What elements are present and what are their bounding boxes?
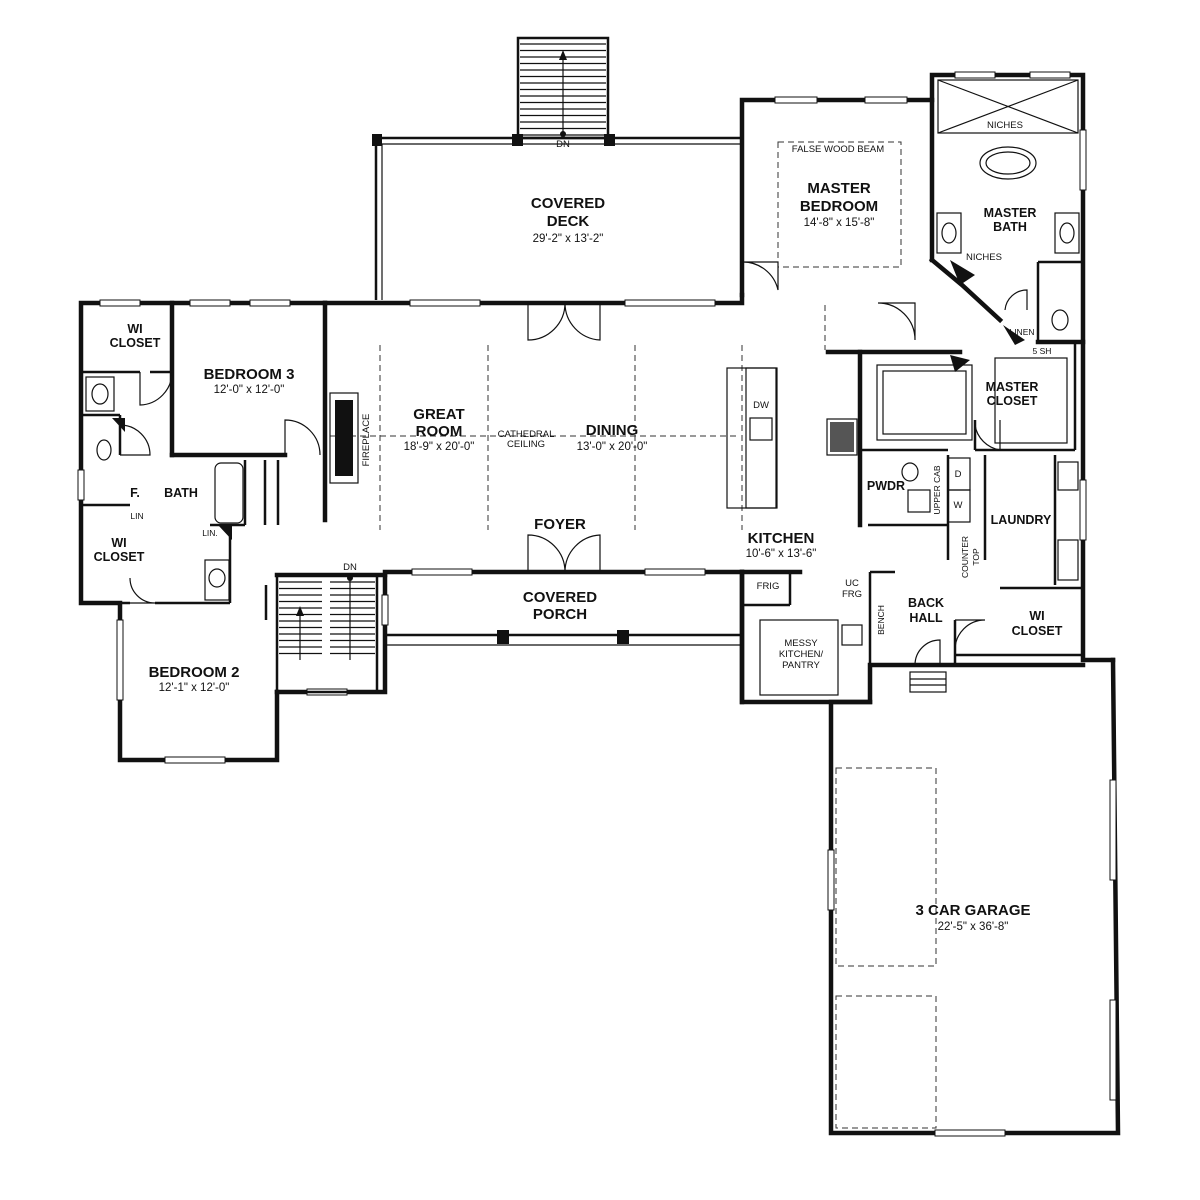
wall-accents: [112, 260, 1025, 540]
lin-hall-note: LIN.: [202, 528, 218, 538]
cathedral-note-2: CEILING: [507, 439, 545, 450]
great-room-label-2: ROOM: [416, 423, 463, 440]
covered-porch-label-1: COVERED: [523, 589, 597, 606]
messy-kitchen-label-1: MESSY: [784, 638, 818, 649]
bedroom-3-label: BEDROOM 3: [204, 366, 295, 383]
linen-note: LINEN: [1009, 327, 1034, 337]
wi-closet-2-label-2: CLOSET: [94, 550, 145, 564]
dn-stair-note: DN: [343, 562, 357, 573]
f-bath-label-1: F.: [130, 486, 140, 500]
window: [774, 96, 818, 104]
room-labels: COVERED DECK 29'-2" x 13'-2" FALSE WOOD …: [94, 120, 1063, 933]
deck-stairs: [516, 36, 610, 140]
messy-kitchen-label-3: PANTRY: [782, 660, 820, 671]
dashed-lines: [330, 141, 1068, 1129]
master-bedroom-label-2: BEDROOM: [800, 198, 878, 215]
five-sh-note: 5 SH: [1033, 346, 1052, 356]
window: [116, 619, 124, 701]
covered-deck-outline: [372, 134, 740, 300]
dw-note: DW: [753, 400, 769, 411]
master-bedroom-label-1: MASTER: [807, 180, 871, 197]
window: [827, 849, 835, 911]
pwdr-label: PWDR: [867, 479, 905, 493]
washer-note: W: [954, 500, 963, 511]
great-room-dims: 18'-9" x 20'-0": [404, 441, 475, 453]
master-bedroom-dims: 14'-8" x 15'-8": [804, 217, 875, 229]
kitchen-dims: 10'-6" x 13'-6": [746, 548, 817, 560]
covered-porch-outline: [385, 630, 742, 646]
window: [954, 71, 996, 79]
wi-closet-1-label-2: CLOSET: [110, 336, 161, 350]
garage-dims: 22'-5" x 36'-8": [938, 921, 1009, 933]
interior-stair: [275, 573, 379, 694]
lin-bath-note: LIN: [130, 511, 143, 521]
wi-closet-3-label-1: WI: [1029, 609, 1044, 623]
dining-dims: 13'-0" x 20'-0": [577, 441, 648, 453]
false-wood-beam-note: FALSE WOOD BEAM: [792, 144, 884, 155]
back-hall-label-2: HALL: [909, 611, 943, 625]
upper-cab-note: UPPER CAB: [932, 465, 942, 514]
window: [624, 299, 716, 307]
doors: [119, 261, 1028, 666]
niches-top-note: NICHES: [987, 120, 1023, 131]
master-bath-label-1: MASTER: [984, 206, 1037, 220]
window: [1109, 779, 1117, 881]
fireplace-note: FIREPLACE: [361, 414, 372, 467]
frig-note: FRIG: [757, 581, 780, 592]
dining-label: DINING: [586, 422, 639, 439]
master-bath-label-2: BATH: [993, 220, 1027, 234]
cathedral-note-1: CATHEDRAL: [498, 429, 555, 440]
window: [99, 299, 141, 307]
window: [1029, 71, 1071, 79]
windows: [77, 71, 1117, 1137]
master-closet-label-1: MASTER: [986, 380, 1039, 394]
kitchen-label: KITCHEN: [748, 530, 815, 547]
f-bath-label-2: BATH: [164, 486, 198, 500]
window: [1109, 999, 1117, 1101]
messy-kitchen-label-2: KITCHEN/: [779, 649, 824, 660]
frg-note: FRG: [842, 589, 862, 600]
laundry-label: LAUNDRY: [991, 513, 1052, 527]
foyer-label: FOYER: [534, 516, 586, 533]
window: [411, 568, 473, 576]
window: [1079, 129, 1087, 191]
wi-closet-2-label-1: WI: [111, 536, 126, 550]
bedroom-3-dims: 12'-0" x 12'-0": [214, 384, 285, 396]
bedroom-2-label: BEDROOM 2: [149, 664, 240, 681]
top-note: TOP: [971, 548, 981, 566]
wi-closet-1-label-1: WI: [127, 322, 142, 336]
fixtures: [85, 79, 1080, 696]
window: [864, 96, 908, 104]
window: [189, 299, 231, 307]
dn-deck-note: DN: [556, 139, 570, 150]
great-room-label-1: GREAT: [413, 406, 464, 423]
uc-note: UC: [845, 578, 859, 589]
covered-deck-dims: 29'-2" x 13'-2": [533, 233, 604, 245]
window: [77, 469, 85, 501]
bedroom-2-dims: 12'-1" x 12'-0": [159, 682, 230, 694]
garage-label: 3 CAR GARAGE: [915, 902, 1030, 919]
window: [1079, 479, 1087, 541]
bench-note: BENCH: [876, 605, 886, 635]
counter-note: COUNTER: [960, 536, 970, 578]
niches-side-note: NICHES: [966, 252, 1002, 263]
window: [409, 299, 481, 307]
interior-walls: [81, 256, 1083, 705]
covered-deck-label-1: COVERED: [531, 195, 605, 212]
covered-deck-label-2: DECK: [547, 213, 590, 230]
window: [381, 594, 389, 626]
dryer-note: D: [955, 469, 962, 480]
window: [644, 568, 706, 576]
wi-closet-3-label-2: CLOSET: [1012, 624, 1063, 638]
window: [164, 756, 226, 764]
covered-porch-label-2: PORCH: [533, 606, 587, 623]
window: [249, 299, 291, 307]
window: [934, 1129, 1006, 1137]
master-closet-label-2: CLOSET: [987, 394, 1038, 408]
back-hall-label-1: BACK: [908, 596, 944, 610]
